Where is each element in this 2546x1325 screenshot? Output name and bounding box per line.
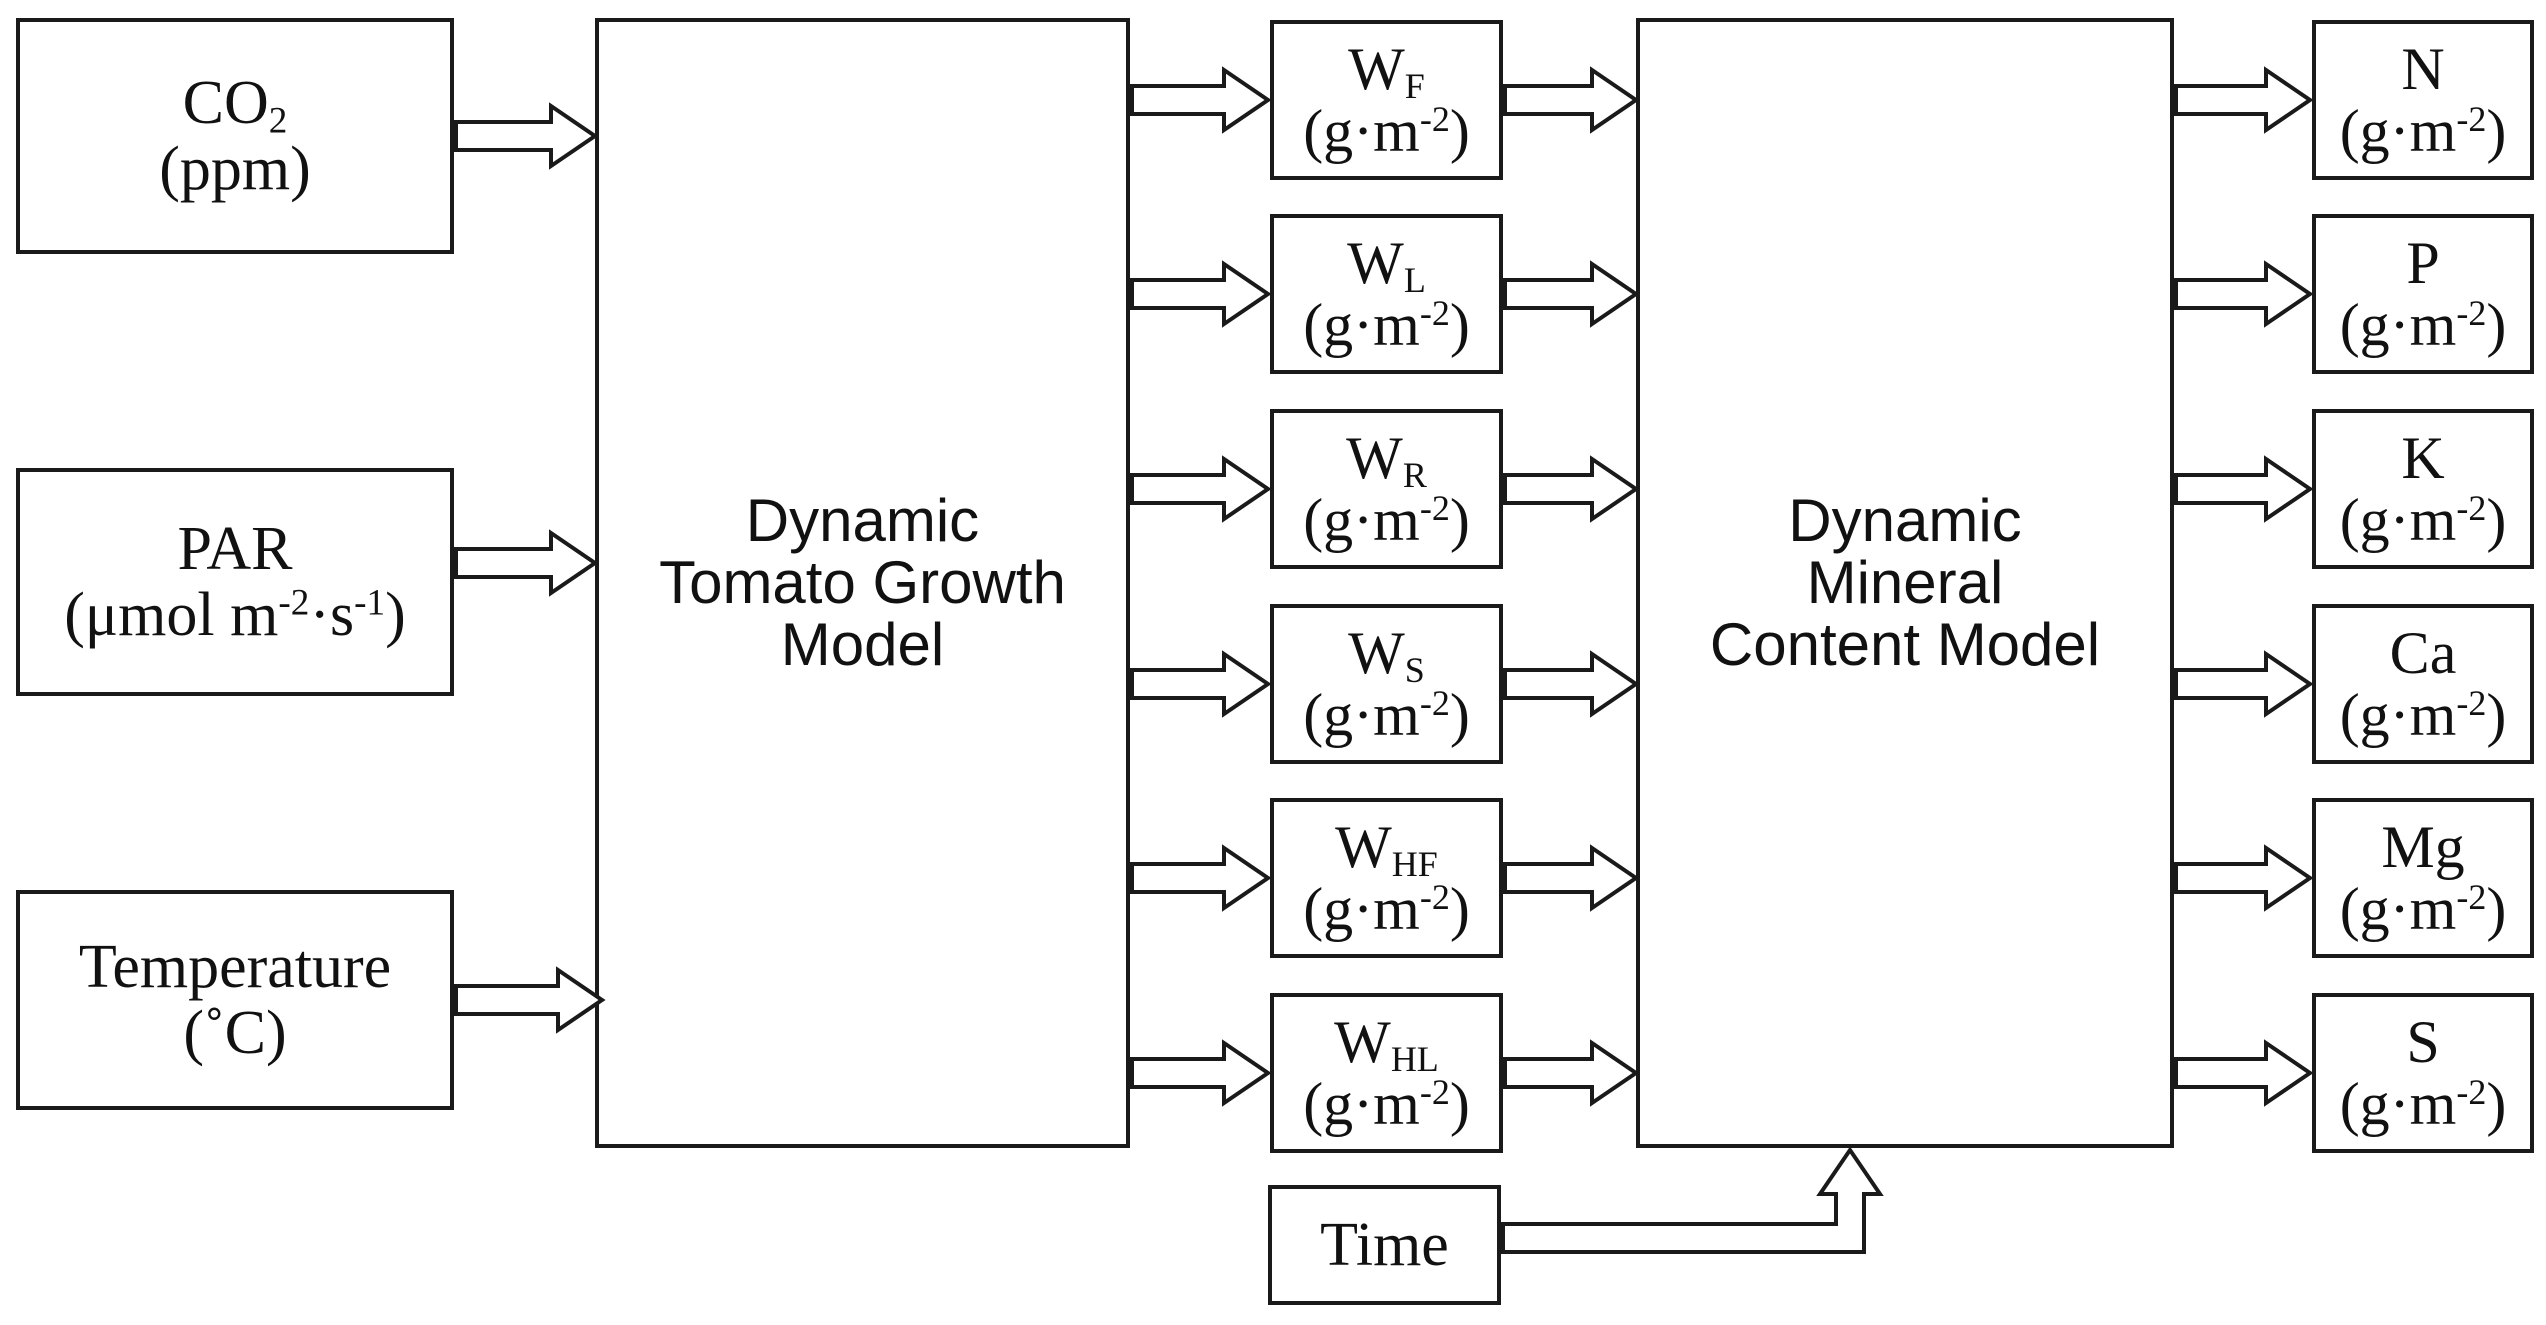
co2-unit: (ppm) — [159, 135, 311, 203]
mineral-symbol: S — [2406, 1009, 2440, 1075]
weight-box-hf: WHF(g·m-2) — [1270, 798, 1503, 958]
arrow-growth-to-weight-0 — [1130, 66, 1272, 134]
mineral-symbol: K — [2401, 425, 2445, 491]
arrow-weight-to-mineral-5 — [1503, 1039, 1640, 1107]
par-input-box: PAR (μmol m-2·s-1) — [16, 468, 454, 696]
weight-symbol: WS — [1348, 620, 1425, 690]
weight-box-hl: WHL(g·m-2) — [1270, 993, 1503, 1153]
mineral-model-line3: Content Model — [1709, 611, 2101, 678]
weight-symbol: WHL — [1334, 1009, 1439, 1079]
arrow-mineral-to-output-2 — [2174, 455, 2314, 523]
arrow-co2-to-growth — [454, 102, 599, 170]
arrow-weight-to-mineral-4 — [1503, 844, 1640, 912]
weight-unit: (g·m-2) — [1303, 876, 1470, 942]
tomato-growth-model-box: Dynamic Tomato Growth Model — [595, 18, 1130, 1148]
par-unit: (μmol m-2·s-1) — [64, 581, 406, 649]
weight-box-s: WS(g·m-2) — [1270, 604, 1503, 764]
growth-model-line2: Tomato Growth — [659, 549, 1066, 616]
co2-input-box: CO2 (ppm) — [16, 18, 454, 254]
arrow-growth-to-weight-5 — [1130, 1039, 1272, 1107]
mineral-box-n: N(g·m-2) — [2312, 20, 2534, 180]
mineral-symbol: Ca — [2389, 620, 2457, 686]
weight-unit: (g·m-2) — [1303, 1071, 1470, 1137]
weight-box-l: WL(g·m-2) — [1270, 214, 1503, 374]
mineral-box-p: P(g·m-2) — [2312, 214, 2534, 374]
growth-model-line3: Model — [780, 611, 945, 678]
weight-symbol: WL — [1347, 230, 1426, 300]
mineral-unit: (g·m-2) — [2339, 876, 2507, 942]
mineral-box-mg: Mg(g·m-2) — [2312, 798, 2534, 958]
temperature-unit: (˚C) — [183, 999, 287, 1067]
arrow-mineral-to-output-3 — [2174, 650, 2314, 718]
co2-label: CO2 — [182, 69, 288, 142]
arrow-temperature-to-growth — [454, 966, 606, 1034]
weight-box-f: WF(g·m-2) — [1270, 20, 1503, 180]
mineral-model-line1: Dynamic — [1788, 487, 2022, 554]
mineral-box-s: S(g·m-2) — [2312, 993, 2534, 1153]
mineral-unit: (g·m-2) — [2339, 682, 2507, 748]
temperature-label: Temperature — [78, 933, 392, 1001]
arrow-par-to-growth — [454, 529, 599, 597]
weight-unit: (g·m-2) — [1303, 682, 1470, 748]
mineral-unit: (g·m-2) — [2339, 98, 2507, 164]
arrow-growth-to-weight-3 — [1130, 650, 1272, 718]
mineral-content-model-box: Dynamic Mineral Content Model — [1636, 18, 2174, 1148]
mineral-box-k: K(g·m-2) — [2312, 409, 2534, 569]
mineral-box-ca: Ca(g·m-2) — [2312, 604, 2534, 764]
arrow-mineral-to-output-4 — [2174, 844, 2314, 912]
mineral-symbol: N — [2401, 36, 2445, 102]
arrow-growth-to-weight-4 — [1130, 844, 1272, 912]
arrow-weight-to-mineral-3 — [1503, 650, 1640, 718]
weight-symbol: WF — [1348, 36, 1425, 106]
mineral-symbol: P — [2406, 230, 2440, 296]
arrow-growth-to-weight-2 — [1130, 455, 1272, 523]
mineral-unit: (g·m-2) — [2339, 292, 2507, 358]
arrow-mineral-to-output-5 — [2174, 1039, 2314, 1107]
time-box: Time — [1268, 1185, 1501, 1305]
arrow-mineral-to-output-1 — [2174, 260, 2314, 328]
weight-unit: (g·m-2) — [1303, 292, 1470, 358]
arrow-weight-to-mineral-0 — [1503, 66, 1640, 134]
par-label: PAR — [177, 515, 293, 583]
growth-model-line1: Dynamic — [745, 487, 980, 554]
arrow-weight-to-mineral-1 — [1503, 260, 1640, 328]
arrow-mineral-to-output-0 — [2174, 66, 2314, 134]
weight-symbol: WR — [1346, 425, 1427, 495]
mineral-symbol: Mg — [2381, 814, 2465, 880]
weight-symbol: WHF — [1335, 814, 1438, 884]
mineral-unit: (g·m-2) — [2339, 487, 2507, 553]
temperature-input-box: Temperature (˚C) — [16, 890, 454, 1110]
weight-box-r: WR(g·m-2) — [1270, 409, 1503, 569]
arrow-growth-to-weight-1 — [1130, 260, 1272, 328]
weight-unit: (g·m-2) — [1303, 98, 1470, 164]
time-label: Time — [1320, 1211, 1449, 1279]
weight-unit: (g·m-2) — [1303, 487, 1470, 553]
arrow-time-to-mineral — [1501, 1146, 1884, 1254]
arrow-weight-to-mineral-2 — [1503, 455, 1640, 523]
mineral-unit: (g·m-2) — [2339, 1071, 2507, 1137]
mineral-model-line2: Mineral — [1806, 549, 2004, 616]
